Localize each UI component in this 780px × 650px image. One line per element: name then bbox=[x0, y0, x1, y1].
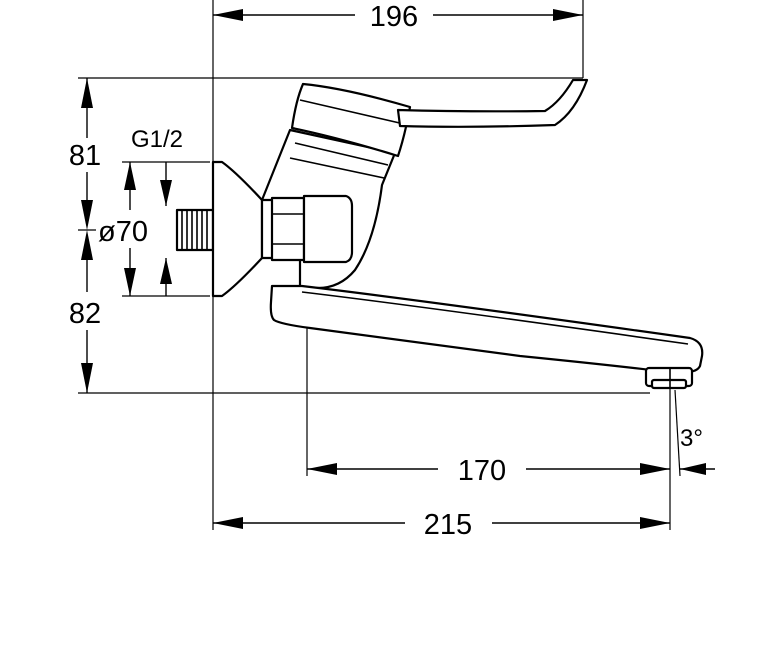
dimension-heights: 81 82 bbox=[69, 78, 101, 393]
handle-housing bbox=[290, 82, 412, 158]
dimension-overall-width: 196 bbox=[213, 1, 583, 33]
dimension-angle: 3° bbox=[680, 425, 715, 475]
dimension-label-170: 170 bbox=[458, 455, 506, 487]
dimension-label-diameter: ø70 bbox=[98, 216, 148, 248]
dimension-rosette-diameter: ø70 bbox=[98, 162, 148, 296]
wall-rosette bbox=[211, 160, 264, 298]
dimension-label-81: 81 bbox=[69, 140, 101, 172]
dimension-spout-reach: 170 bbox=[307, 455, 670, 487]
threaded-connector bbox=[175, 208, 215, 252]
dimension-label-82: 82 bbox=[69, 298, 101, 330]
spout bbox=[269, 284, 704, 374]
dimension-label-215: 215 bbox=[424, 509, 472, 541]
lever-handle bbox=[396, 78, 589, 128]
dimension-label-196: 196 bbox=[370, 1, 418, 33]
dimension-projection: 215 bbox=[213, 509, 670, 541]
extension-lines bbox=[78, 0, 681, 530]
union-nut bbox=[260, 194, 354, 264]
dimension-label-thread: G1/2 bbox=[131, 126, 183, 153]
aerator bbox=[644, 366, 694, 390]
dimension-thread: G1/2 bbox=[131, 126, 183, 296]
faucet-outline bbox=[175, 78, 704, 390]
dimension-label-angle: 3° bbox=[680, 425, 703, 452]
